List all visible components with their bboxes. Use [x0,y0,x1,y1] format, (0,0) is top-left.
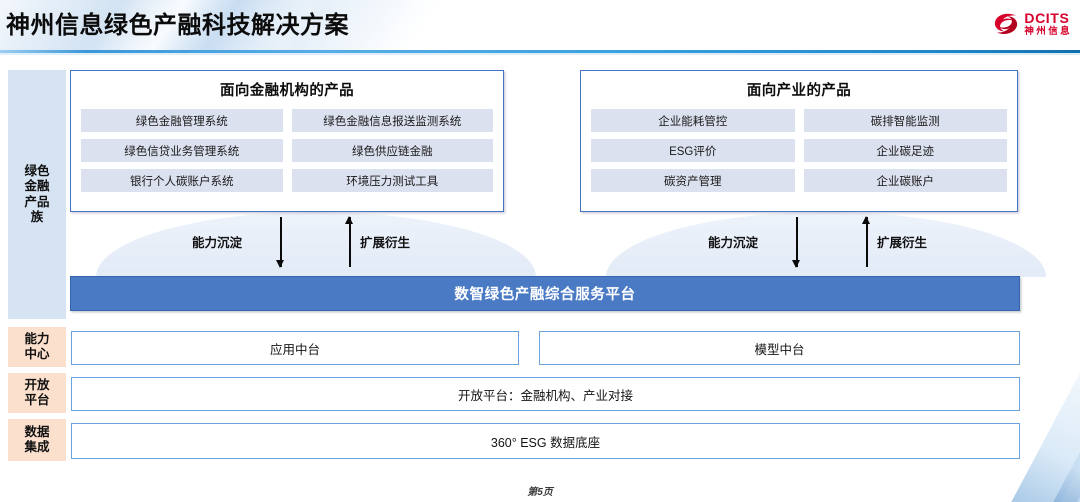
sidebar-label-line: 数据 [24,424,50,439]
product-item[interactable]: 企业能耗管控 [591,109,795,132]
sidebar-item-capability-center[interactable]: 能力 中心 [8,327,66,367]
product-item[interactable]: 碳排智能监测 [803,109,1007,132]
dcits-swirl-icon [995,13,1018,34]
panel-item-grid: 绿色金融管理系统 绿色金融信息报送监测系统 绿色信贷业务管理系统 绿色供应链金融… [71,100,503,202]
panel-industry-products: 面向产业的产品 企业能耗管控 碳排智能监测 ESG评价 企业碳足迹 碳资产管理 … [580,70,1018,212]
panel-title: 面向金融机构的产品 [219,83,355,99]
sidebar-item-data-integration[interactable]: 数据 集成 [8,419,66,461]
panel-financial-institution-products: 面向金融机构的产品 绿色金融管理系统 绿色金融信息报送监测系统 绿色信贷业务管理… [70,70,504,212]
logo-text-en: DCITS [1024,10,1070,27]
sidebar-label-line: 集成 [24,440,50,454]
capability-precipitation-down-arrow-icon [275,217,286,268]
sidebar-label-line: 开放 [24,377,50,392]
capability-precipitation-down-arrow-icon [791,217,802,268]
left-flow-up-label: 扩展衍生 [360,236,411,250]
header-divider-soft [0,53,1080,55]
capability-extension-up-arrow-icon [861,216,872,267]
dcits-logo: DCITS 神州信息 [993,8,1072,40]
sidebar-label-line: 产品 [24,194,50,209]
sidebar-label-line: 能力 [24,331,50,346]
product-item[interactable]: 环境压力测试工具 [291,169,493,192]
right-flow-down-label: 能力沉淀 [708,236,759,250]
product-item[interactable]: 绿色金融信息报送监测系统 [291,109,493,132]
right-flow-dome-decoration [606,212,1046,277]
row-application-middle-platform[interactable]: 应用中台 [71,331,519,365]
product-item[interactable]: 绿色供应链金融 [291,139,493,162]
left-flow-dome-decoration [96,212,536,277]
product-item[interactable]: 银行个人碳账户系统 [81,169,283,192]
row-model-middle-platform[interactable]: 模型中台 [539,331,1020,365]
row-open-platform[interactable]: 开放平台：金融机构、产业对接 [71,377,1020,411]
sidebar-item-green-finance-product-family[interactable]: 绿色 金融 产品 族 [8,70,66,319]
product-item[interactable]: 企业碳足迹 [803,139,1007,162]
panel-title: 面向产业的产品 [746,83,852,99]
product-item[interactable]: 企业碳账户 [803,169,1007,192]
page-title: 神州信息绿色产融科技解决方案 [6,12,349,39]
sidebar-label-line: 平台 [24,393,50,407]
product-item[interactable]: ESG评价 [591,139,795,162]
right-flow-up-label: 扩展衍生 [877,236,928,250]
sidebar-item-open-platform[interactable]: 开放 平台 [8,373,66,413]
sidebar-label-line: 中心 [24,347,50,361]
sidebar-label-line: 族 [30,209,44,224]
product-item[interactable]: 绿色金融管理系统 [81,109,283,132]
panel-item-grid: 企业能耗管控 碳排智能监测 ESG评价 企业碳足迹 碳资产管理 企业碳账户 [581,100,1017,202]
row-data-foundation[interactable]: 360° ESG 数据底座 [71,423,1020,459]
header-divider [0,50,1080,53]
page-number: 第5页 [527,487,553,498]
capability-extension-up-arrow-icon [344,216,355,267]
integrated-service-platform-bar[interactable]: 数智绿色产融综合服务平台 [70,276,1020,311]
product-item[interactable]: 绿色信贷业务管理系统 [81,139,283,162]
product-item[interactable]: 碳资产管理 [591,169,795,192]
sidebar-label-line: 绿色 [24,164,50,178]
sidebar-label-line: 金融 [24,179,50,194]
left-flow-down-label: 能力沉淀 [192,236,243,250]
logo-text-cn: 神州信息 [1024,26,1072,38]
